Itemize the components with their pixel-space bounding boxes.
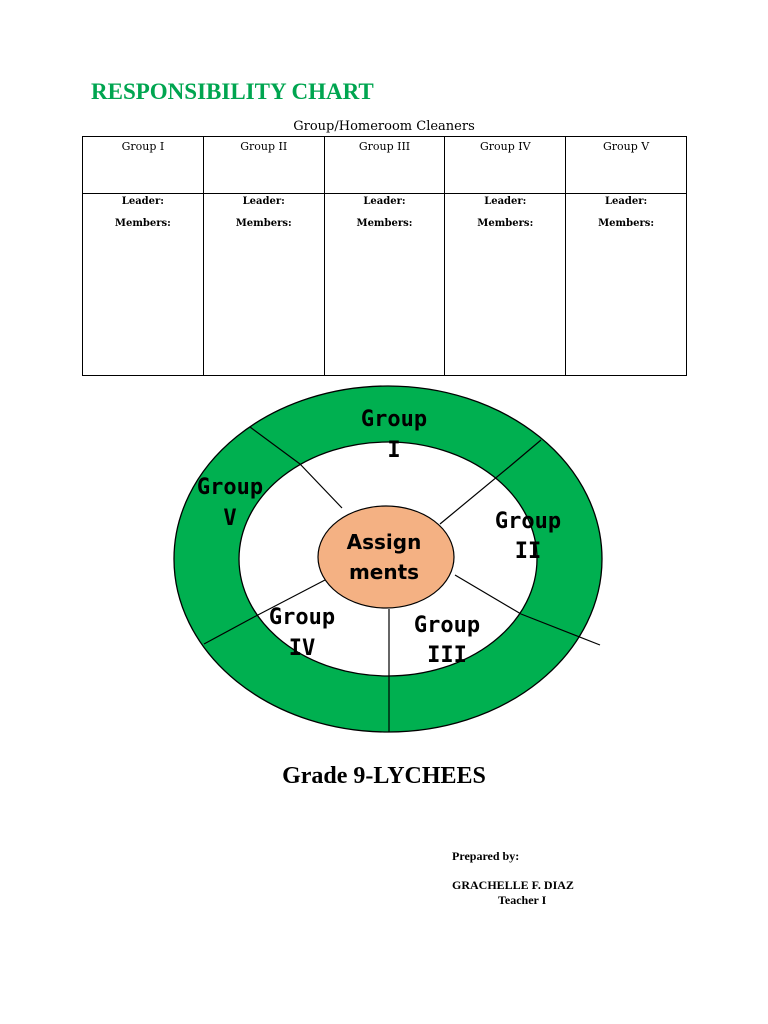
group-cell: Leader: Members: (82, 193, 204, 376)
segment-label-group-v: Group (197, 475, 263, 500)
center-label-line: ments (349, 560, 419, 584)
leader-label: Leader: (363, 196, 406, 207)
members-label: Members: (598, 218, 655, 229)
members-label: Members: (114, 218, 171, 229)
divider-line (508, 439, 542, 468)
members-label: Members: (477, 218, 534, 229)
segment-label-group-iv: Group (269, 605, 335, 630)
segment-label-group-iii: Group (414, 613, 480, 638)
divider-line (249, 426, 301, 465)
divider-line (520, 613, 601, 646)
members-label: Members: (235, 218, 292, 229)
segment-label-group-iv: IV (289, 636, 316, 661)
divider-line (439, 466, 510, 525)
divider-line (203, 616, 255, 645)
column-header: Group V (565, 136, 687, 194)
table-caption: Group/Homeroom Cleaners (293, 119, 475, 134)
prepared-by-label: Prepared by: (452, 849, 520, 863)
table-row: Leader: Members: Leader: Members: Leader… (82, 193, 687, 376)
segment-label-group-iii: III (427, 643, 467, 668)
class-name: Grade 9-LYCHEES (282, 763, 486, 789)
table-header-row: Group I Group II Group III Group IV Grou… (82, 136, 687, 194)
group-cell: Leader: Members: (444, 193, 567, 376)
members-label: Members: (356, 218, 413, 229)
divider-line (454, 574, 522, 615)
segment-label-group-ii: Group (495, 509, 561, 534)
group-cell: Leader: Members: (202, 193, 325, 376)
leader-label: Leader: (121, 196, 164, 207)
segment-label-group-i: I (387, 438, 400, 463)
segment-label-group-i: Group (361, 407, 427, 432)
teacher-role: Teacher I (498, 893, 547, 907)
center-circle (317, 505, 455, 609)
cleaners-table: Group I Group II Group III Group IV Grou… (82, 136, 687, 376)
column-header: Group IV (444, 136, 567, 194)
leader-label: Leader: (484, 196, 527, 207)
leader-label: Leader: (605, 196, 648, 207)
group-cell: Leader: Members: (323, 193, 446, 376)
divider-line (299, 463, 343, 509)
leader-label: Leader: (242, 196, 285, 207)
segment-label-group-ii: II (515, 539, 542, 564)
divider-line (253, 579, 326, 618)
center-label-line: Assign (347, 530, 422, 554)
teacher-name: GRACHELLE F. DIAZ (452, 878, 574, 892)
wheel-dividers (203, 426, 601, 732)
group-cell: Leader: Members: (565, 193, 687, 376)
segment-label-group-v: V (223, 506, 236, 531)
page-title: RESPONSIBILITY CHART (91, 79, 374, 104)
